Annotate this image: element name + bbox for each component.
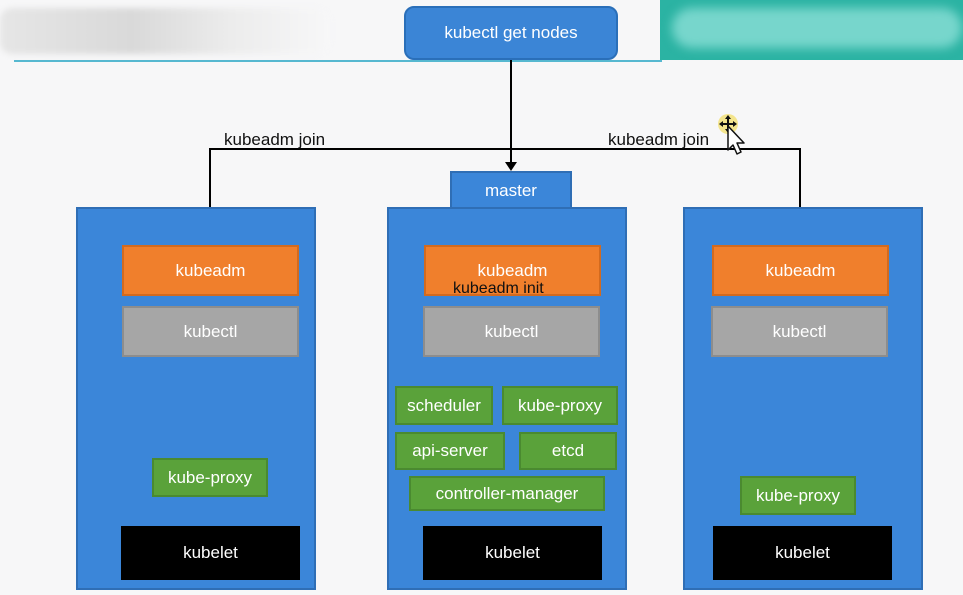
right-kubelet: kubelet bbox=[713, 526, 892, 580]
header-rule bbox=[14, 60, 662, 62]
blurred-header-text bbox=[672, 8, 962, 48]
command-box: kubectl get nodes bbox=[404, 6, 618, 60]
right-join-label: kubeadm join bbox=[608, 130, 710, 149]
master-kubectl: kubectl bbox=[423, 306, 600, 357]
master-controller-manager: controller-manager bbox=[409, 476, 605, 511]
master-scheduler: scheduler bbox=[395, 386, 493, 425]
left-kube-proxy: kube-proxy bbox=[152, 458, 268, 497]
master-kubeadm: kubeadm bbox=[424, 245, 601, 296]
left-kubectl: kubectl bbox=[122, 306, 299, 357]
master-kubeadm-init: kubeadm init bbox=[453, 280, 544, 297]
connector-horizontal bbox=[209, 148, 801, 150]
master-kube-proxy: kube-proxy bbox=[502, 386, 618, 425]
right-kubeadm: kubeadm bbox=[712, 245, 889, 296]
arrow-head bbox=[505, 162, 517, 171]
move-cursor-icon bbox=[718, 114, 745, 155]
connector-left-down bbox=[209, 148, 211, 245]
left-join-label: kubeadm join bbox=[224, 130, 326, 149]
left-kubeadm: kubeadm bbox=[122, 245, 299, 296]
master-kubeadm-label: kubeadm bbox=[477, 261, 548, 280]
master-kubelet: kubelet bbox=[423, 526, 602, 580]
master-etcd: etcd bbox=[519, 432, 617, 470]
master-tab: master bbox=[450, 171, 572, 209]
master-api-server: api-server bbox=[395, 432, 505, 470]
blurred-title bbox=[0, 8, 330, 54]
connector-right-down bbox=[799, 148, 801, 245]
connector-cmd-down bbox=[510, 60, 512, 165]
left-kubelet: kubelet bbox=[121, 526, 300, 580]
right-kube-proxy: kube-proxy bbox=[740, 476, 856, 515]
right-kubectl: kubectl bbox=[711, 306, 888, 357]
